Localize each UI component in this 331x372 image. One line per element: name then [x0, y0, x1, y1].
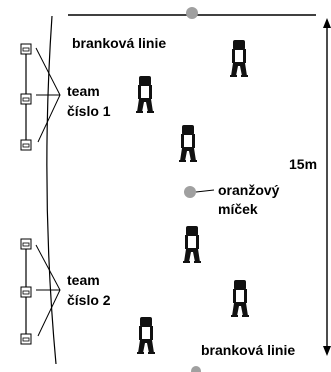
team1-brace [35, 47, 61, 143]
ball-label-line2: míček [218, 201, 258, 217]
player-figure-icon [136, 316, 156, 354]
bench-seat-icon [20, 238, 32, 250]
ball-icon [191, 366, 201, 372]
player-figure-icon [182, 225, 202, 263]
player-figure-icon [229, 39, 249, 77]
team2-label-line1: team [67, 272, 100, 288]
goal-line-top-label: branková linie [72, 35, 167, 51]
ball-pointer-line [195, 189, 215, 193]
ball-icon [186, 7, 198, 19]
arrow-head-icon [323, 346, 331, 356]
bench-seat-icon [20, 139, 32, 151]
player-figure-icon [178, 124, 198, 162]
team2-label-line2: číslo 2 [67, 292, 111, 308]
sideline-curve [46, 15, 57, 365]
bench-seat-icon [20, 333, 32, 345]
bench-seat-icon [20, 286, 32, 298]
team1-label-line2: číslo 1 [67, 103, 111, 119]
team1-label-line1: team [67, 83, 100, 99]
player-figure-icon [135, 75, 155, 113]
ball-label-line1: oranžový [218, 182, 280, 198]
team2-brace [35, 244, 61, 337]
goal-line-bottom-label: branková linie [201, 342, 296, 358]
arrow-head-icon [323, 18, 331, 28]
bench-seat-icon [20, 93, 32, 105]
distance-label: 15m [289, 156, 318, 172]
player-figure-icon [230, 279, 250, 317]
ball-icon [184, 186, 196, 198]
bench-seat-icon [20, 43, 32, 55]
